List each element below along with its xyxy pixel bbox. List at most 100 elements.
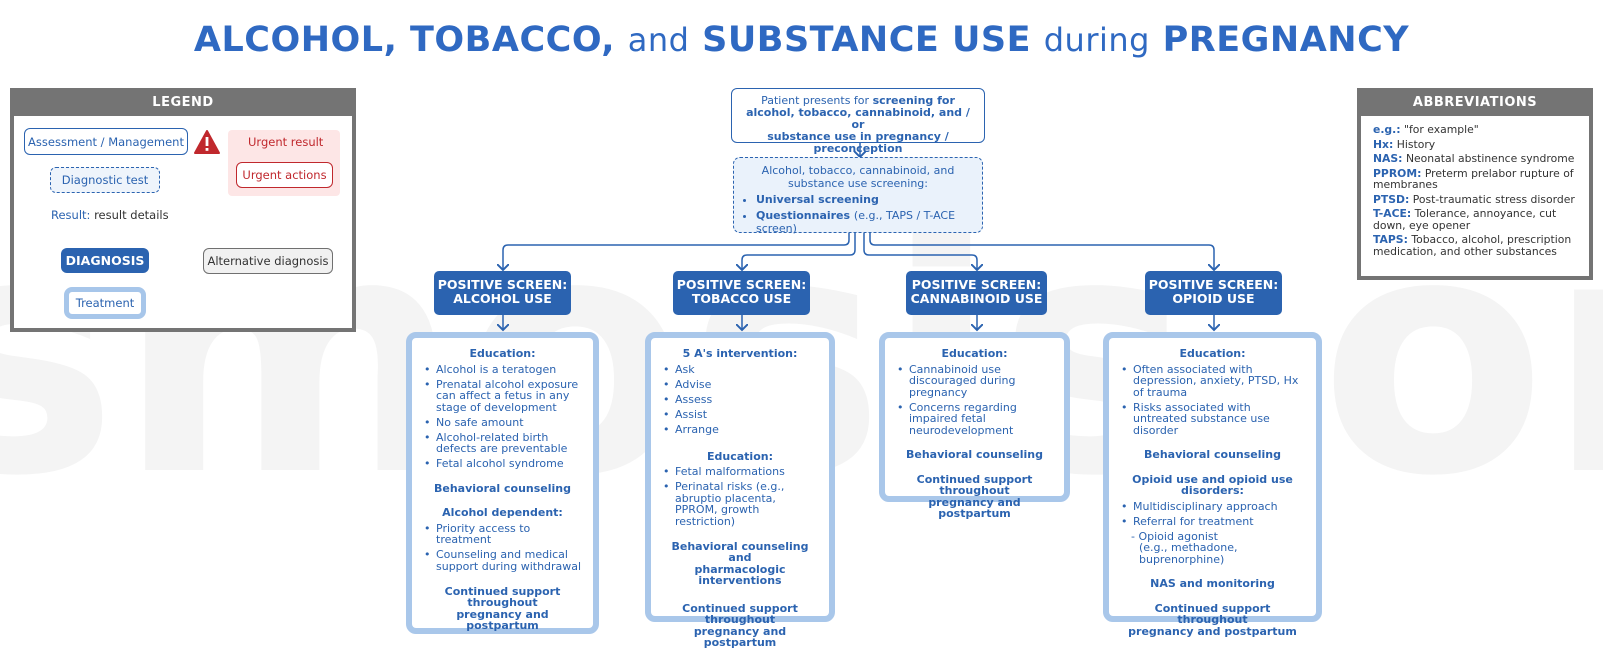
cannabinoid-education-list: Cannabinoid use discouraged during pregn… [897, 363, 1054, 437]
abbr-item: NAS: Neonatal abstinence syndrome [1373, 153, 1579, 165]
list-item: Alcohol-related birth defects are preven… [424, 431, 583, 455]
list-item: Assess [663, 393, 819, 406]
abbr-item: e.g.: "for example" [1373, 124, 1579, 136]
patient-line-1a: Patient presents for [761, 94, 870, 107]
list-item: Concerns regarding impaired fetal neurod… [897, 401, 1054, 437]
title-part-2: SUBSTANCE USE [702, 20, 1032, 60]
legend-diagnosis: DIAGNOSIS [61, 248, 149, 273]
screening-list: Universal screening Questionnaires (e.g.… [756, 193, 974, 235]
list-item: Priority access to treatment [424, 522, 583, 546]
positive-tobacco: POSITIVE SCREEN: TOBACCO USE [673, 271, 810, 315]
page-title: ALCOHOL, TOBACCO, and SUBSTANCE USE duri… [0, 20, 1603, 60]
abbr-term: TAPS: [1373, 233, 1408, 246]
positive-line-1: POSITIVE SCREEN: [437, 277, 568, 292]
alcohol-dependent-list: Priority access to treatment Counseling … [424, 522, 583, 573]
screening-item-note: (e.g., TAPS / T-ACE screen) [756, 209, 956, 235]
title-part-3: PREGNANCY [1162, 20, 1410, 60]
patient-presents-box: Patient presents for screening for alcoh… [731, 88, 985, 155]
cannabinoid-continued-2: pregnancy and postpartum [928, 495, 1021, 520]
positive-cannabinoid: POSITIVE SCREEN: CANNABINOID USE [906, 271, 1047, 315]
cannabinoid-education-heading: Education: [941, 347, 1008, 360]
abbr-definition: Tolerance, annoyance, cut down, eye open… [1373, 207, 1557, 232]
screening-item-bold: Questionnaires [756, 209, 851, 222]
abbr-definition: Tobacco, alcohol, prescription medicatio… [1373, 233, 1572, 258]
list-item: Often associated with depression, anxiet… [1121, 363, 1306, 399]
list-item: Assist [663, 408, 819, 421]
abbr-term: e.g.: [1373, 123, 1401, 136]
abbreviations-panel: ABBREVIATIONS e.g.: "for example" Hx: Hi… [1357, 88, 1593, 280]
abbreviations-heading: ABBREVIATIONS [1361, 92, 1589, 116]
alcohol-continued-1: Continued support throughout [444, 584, 561, 609]
positive-line-2: ALCOHOL USE [453, 291, 552, 306]
opioid-sub-2: (e.g., methadone, buprenorphine) [1139, 541, 1238, 566]
opioid-education-list: Often associated with depression, anxiet… [1121, 363, 1306, 437]
cannabinoid-card: Education: Cannabinoid use discouraged d… [879, 332, 1070, 519]
positive-opioid: POSITIVE SCREEN: OPIOID USE [1145, 271, 1282, 315]
opioid-continued-2: pregnancy and postpartum [1128, 624, 1297, 638]
legend-result-label: Result: [51, 208, 91, 222]
screening-item: Questionnaires (e.g., TAPS / T-ACE scree… [756, 209, 974, 235]
tobacco-5as-list: Ask Advise Assess Assist Arrange [663, 363, 819, 436]
legend-treatment: Treatment [64, 287, 146, 319]
positive-line-2: TOBACCO USE [691, 291, 792, 306]
positive-line-1: POSITIVE SCREEN: [911, 277, 1042, 292]
abbr-item: TAPS: Tobacco, alcohol, prescription med… [1373, 234, 1579, 257]
positive-line-1: POSITIVE SCREEN: [1148, 277, 1279, 292]
abbr-definition: Preterm prelabor rupture of membranes [1373, 166, 1574, 191]
positive-line-2: CANNABINOID USE [910, 291, 1043, 306]
list-item: Referral for treatment [1121, 515, 1306, 528]
legend-heading: LEGEND [14, 92, 352, 116]
patient-line-2: alcohol, tobacco, cannabinoid, and / or [746, 106, 970, 131]
opioid-continued-1: Continued support throughout [1154, 601, 1271, 626]
list-item: Perinatal risks (e.g., abruptio placenta… [663, 481, 819, 527]
alcohol-card: Education: Alcohol is a teratogen Prenat… [406, 332, 599, 634]
screening-box: Alcohol, tobacco, cannabinoid, and subst… [733, 157, 983, 235]
opioid-card: Education: Often associated with depress… [1103, 332, 1322, 637]
legend-diagnostic-test: Diagnostic test [50, 167, 160, 193]
title-during: during [1043, 21, 1150, 59]
abbr-definition: History [1396, 137, 1436, 151]
abbr-term: T-ACE: [1373, 207, 1412, 220]
list-item: Fetal alcohol syndrome [424, 458, 583, 470]
abbr-term: PTSD: [1373, 192, 1410, 206]
abbr-item: PPROM: Preterm prelabor rupture of membr… [1373, 166, 1579, 191]
opioid-education-heading: Education: [1179, 347, 1246, 360]
tobacco-continued-1: Continued support throughout [682, 601, 798, 626]
tobacco-education-heading: Education: [707, 449, 773, 463]
alcohol-education-list: Alcohol is a teratogen Prenatal alcohol … [424, 363, 583, 470]
list-item: Risks associated with untreated substanc… [1121, 401, 1306, 437]
list-item: Alcohol is a teratogen [424, 363, 583, 376]
abbr-definition: Post-traumatic stress disorder [1412, 192, 1575, 206]
list-item: Cannabinoid use discouraged during pregn… [897, 363, 1054, 399]
screening-item: Universal screening [756, 193, 974, 206]
legend-alternative-diagnosis: Alternative diagnosis [203, 248, 333, 274]
opioid-nas: NAS and monitoring [1150, 577, 1275, 590]
list-item: Prenatal alcohol exposure can affect a f… [424, 378, 583, 414]
abbr-item: Hx: History [1373, 137, 1579, 151]
screening-title-2: substance use screening: [787, 177, 928, 190]
abbr-term: Hx: [1373, 137, 1394, 151]
abbr-definition: "for example" [1404, 123, 1479, 136]
legend-result-details: result details [94, 208, 169, 222]
tobacco-behavioral-2: pharmacologic interventions [694, 562, 786, 587]
list-item: Ask [663, 363, 819, 376]
legend-urgent-actions: Urgent actions [236, 162, 333, 188]
abbr-term: NAS: [1373, 152, 1403, 165]
opioid-disorder-heading: Opioid use and opioid use disorders: [1132, 472, 1293, 497]
positive-alcohol: POSITIVE SCREEN: ALCOHOL USE [434, 271, 571, 315]
list-item: Arrange [663, 423, 819, 436]
opioid-disorder-list: Multidisciplinary approach Referral for … [1121, 500, 1306, 528]
title-and: and [627, 21, 690, 59]
patient-line-1: Patient presents for screening for [738, 95, 978, 107]
legend-result: Result: result details [51, 208, 169, 222]
cannabinoid-behavioral: Behavioral counseling [905, 448, 1044, 461]
opioid-behavioral: Behavioral counseling [1143, 448, 1282, 461]
alcohol-continued-2: pregnancy and postpartum [456, 607, 549, 632]
list-item: Multidisciplinary approach [1121, 500, 1306, 513]
tobacco-continued-2: pregnancy and postpartum [693, 624, 787, 649]
warning-icon [194, 130, 220, 154]
positive-line-2: OPIOID USE [1172, 291, 1255, 306]
abbr-definition: Neonatal abstinence syndrome [1405, 152, 1575, 165]
list-item: Fetal malformations [663, 466, 819, 478]
cannabinoid-continued-1: Continued support throughout [916, 472, 1033, 497]
